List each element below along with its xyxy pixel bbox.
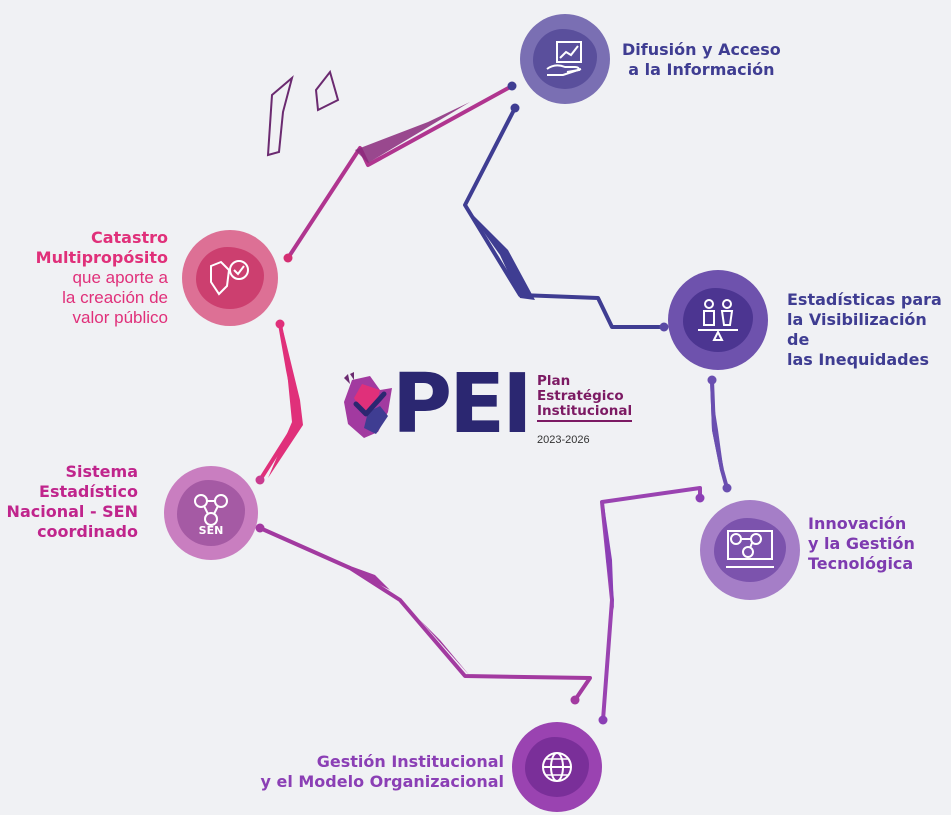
label-difusion: Difusión y Acceso a la Información xyxy=(622,40,781,80)
label-sen: Sistema Estadístico Nacional - SEN coord… xyxy=(0,462,138,542)
label-line: y el Modelo Organizacional xyxy=(260,772,504,791)
label-line: las Inequidades xyxy=(787,350,929,369)
node-catastro xyxy=(182,230,278,326)
label-line: la Visibilización de xyxy=(787,310,927,349)
sen-tag: SEN xyxy=(198,524,224,537)
label-line: Innovación xyxy=(808,514,907,533)
label-line: Gestión Institucional xyxy=(316,752,504,771)
connector-difusion-estadisticas xyxy=(463,107,664,329)
label-line: Nacional - SEN xyxy=(6,502,138,521)
island-shape xyxy=(314,69,340,112)
label-line: a la Información xyxy=(628,60,775,79)
label-line: Catastro xyxy=(90,228,168,247)
people-balance-icon xyxy=(698,299,738,341)
label-gestion: Gestión Institucional y el Modelo Organi… xyxy=(230,752,504,792)
label-line: Estadísticas para xyxy=(787,290,942,309)
island-shape xyxy=(266,75,294,157)
node-gestion xyxy=(512,722,602,812)
label-line: Estadístico xyxy=(39,482,138,501)
label-line: que aporte a xyxy=(72,268,168,287)
label-line: coordinado xyxy=(37,522,138,541)
connector-sen-gestion xyxy=(259,526,592,702)
label-line: y la Gestión xyxy=(808,534,915,553)
pei-logo-mark xyxy=(344,372,392,438)
node-difusion xyxy=(520,14,610,104)
map-check-icon xyxy=(210,260,249,296)
connector-innovacion-gestion xyxy=(600,486,702,721)
label-line: Tecnológica xyxy=(808,554,914,573)
pei-subtitle-line: Plan xyxy=(537,373,571,389)
node-sen: SEN xyxy=(164,466,258,560)
label-estadisticas: Estadísticas para la Visibilización de l… xyxy=(787,290,951,370)
globe-icon xyxy=(542,752,572,782)
node-innovacion xyxy=(700,500,800,600)
label-line: valor público xyxy=(72,308,168,327)
label-innovacion: Innovación y la Gestión Tecnológica xyxy=(808,514,915,574)
connector-catastro-difusion xyxy=(286,84,513,260)
pei-years: 2023-2026 xyxy=(537,434,590,446)
pei-wordmark: PEI xyxy=(392,357,533,452)
node-estadisticas xyxy=(668,270,768,370)
hand-chart-icon xyxy=(546,41,582,76)
label-catastro: Catastro Multipropósito que aporte a la … xyxy=(10,228,168,328)
monitor-network-icon xyxy=(726,530,774,568)
label-line: Multipropósito xyxy=(35,248,168,267)
label-line: Difusión y Acceso xyxy=(622,40,781,59)
label-line: la creación de xyxy=(62,288,168,307)
pei-subtitle-line: Institucional xyxy=(537,404,633,422)
pei-subtitle-line: Estratégico xyxy=(537,388,624,404)
network-people-icon xyxy=(194,494,228,526)
label-line: Sistema xyxy=(65,462,139,481)
pei-subtitle: Plan Estratégico Institucional xyxy=(537,373,633,422)
